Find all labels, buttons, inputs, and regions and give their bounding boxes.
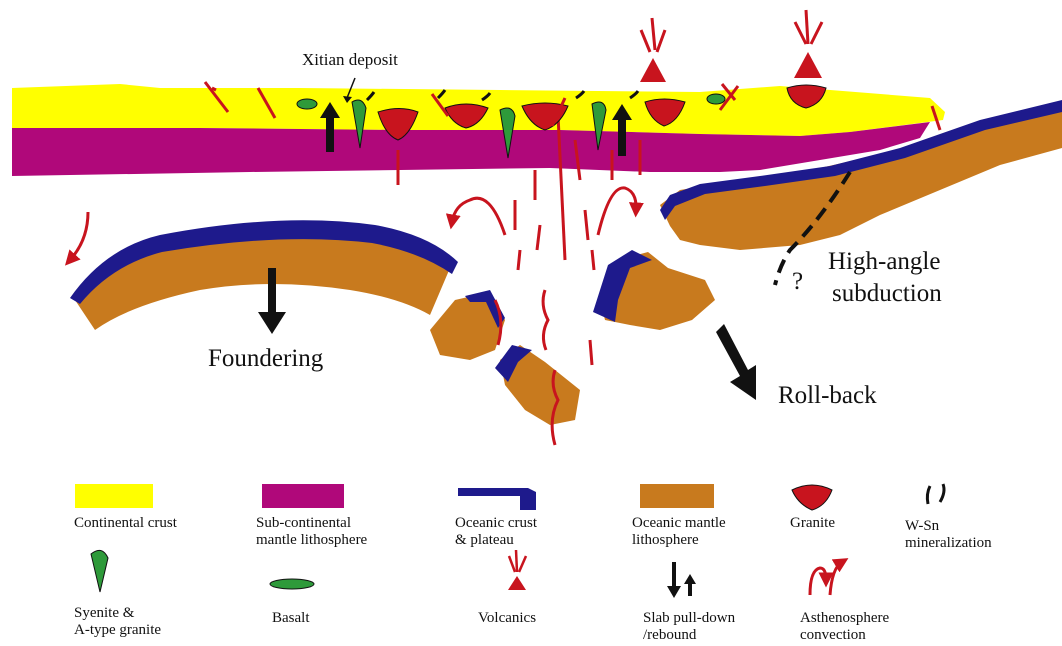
convection-arrow-left (452, 198, 505, 235)
legend-swatch-subcontinental (262, 484, 344, 508)
legend-swatch-syenite (91, 550, 108, 592)
volcano-1 (640, 58, 666, 82)
legend-swatch-volcanics (508, 550, 526, 590)
question-mark-label: ? (792, 268, 803, 296)
legend-label-wsn: W-Sn mineralization (905, 518, 992, 552)
legend-label-syenite: Syenite & A-type granite (74, 605, 161, 639)
legend-swatch-slab-arrows (667, 562, 696, 598)
legend-swatch-basalt (270, 579, 314, 589)
volcanics-top (640, 10, 822, 82)
volcano-2 (794, 52, 822, 78)
legend-label-volcanics: Volcanics (478, 610, 536, 627)
legend-swatch-wsn (927, 484, 944, 504)
xitian-deposit-label: Xitian deposit (302, 50, 398, 70)
high-angle-label: High-angle (828, 248, 940, 276)
rollback-label: Roll-back (778, 382, 877, 410)
legend-label-basalt: Basalt (272, 610, 310, 627)
subduction-label: subduction (832, 280, 942, 308)
legend-label-subcontinental: Sub-continental mantle lithosphere (256, 515, 367, 549)
convection-arrow-far-left (70, 212, 88, 260)
legend-label-continental-crust: Continental crust (74, 515, 177, 532)
legend-swatch-convection (810, 562, 842, 595)
legend-label-granite: Granite (790, 515, 835, 532)
legend-swatch-continental-crust (75, 484, 153, 508)
legend-swatch-oceanic-crust (458, 488, 536, 510)
rollback-arrow (716, 324, 756, 400)
legend-swatch-granite (792, 485, 832, 510)
legend-label-oceanic-crust: Oceanic crust & plateau (455, 515, 537, 549)
foundering-label: Foundering (208, 345, 323, 373)
convection-arrow-right (598, 188, 636, 235)
legend-label-slab: Slab pull-down /rebound (643, 610, 735, 644)
legend-label-oceanic-mantle: Oceanic mantle lithosphere (632, 515, 726, 549)
legend-label-asthenosphere: Asthenosphere convection (800, 610, 889, 644)
legend-swatch-oceanic-mantle (640, 484, 714, 508)
slab-fragments (430, 250, 715, 425)
